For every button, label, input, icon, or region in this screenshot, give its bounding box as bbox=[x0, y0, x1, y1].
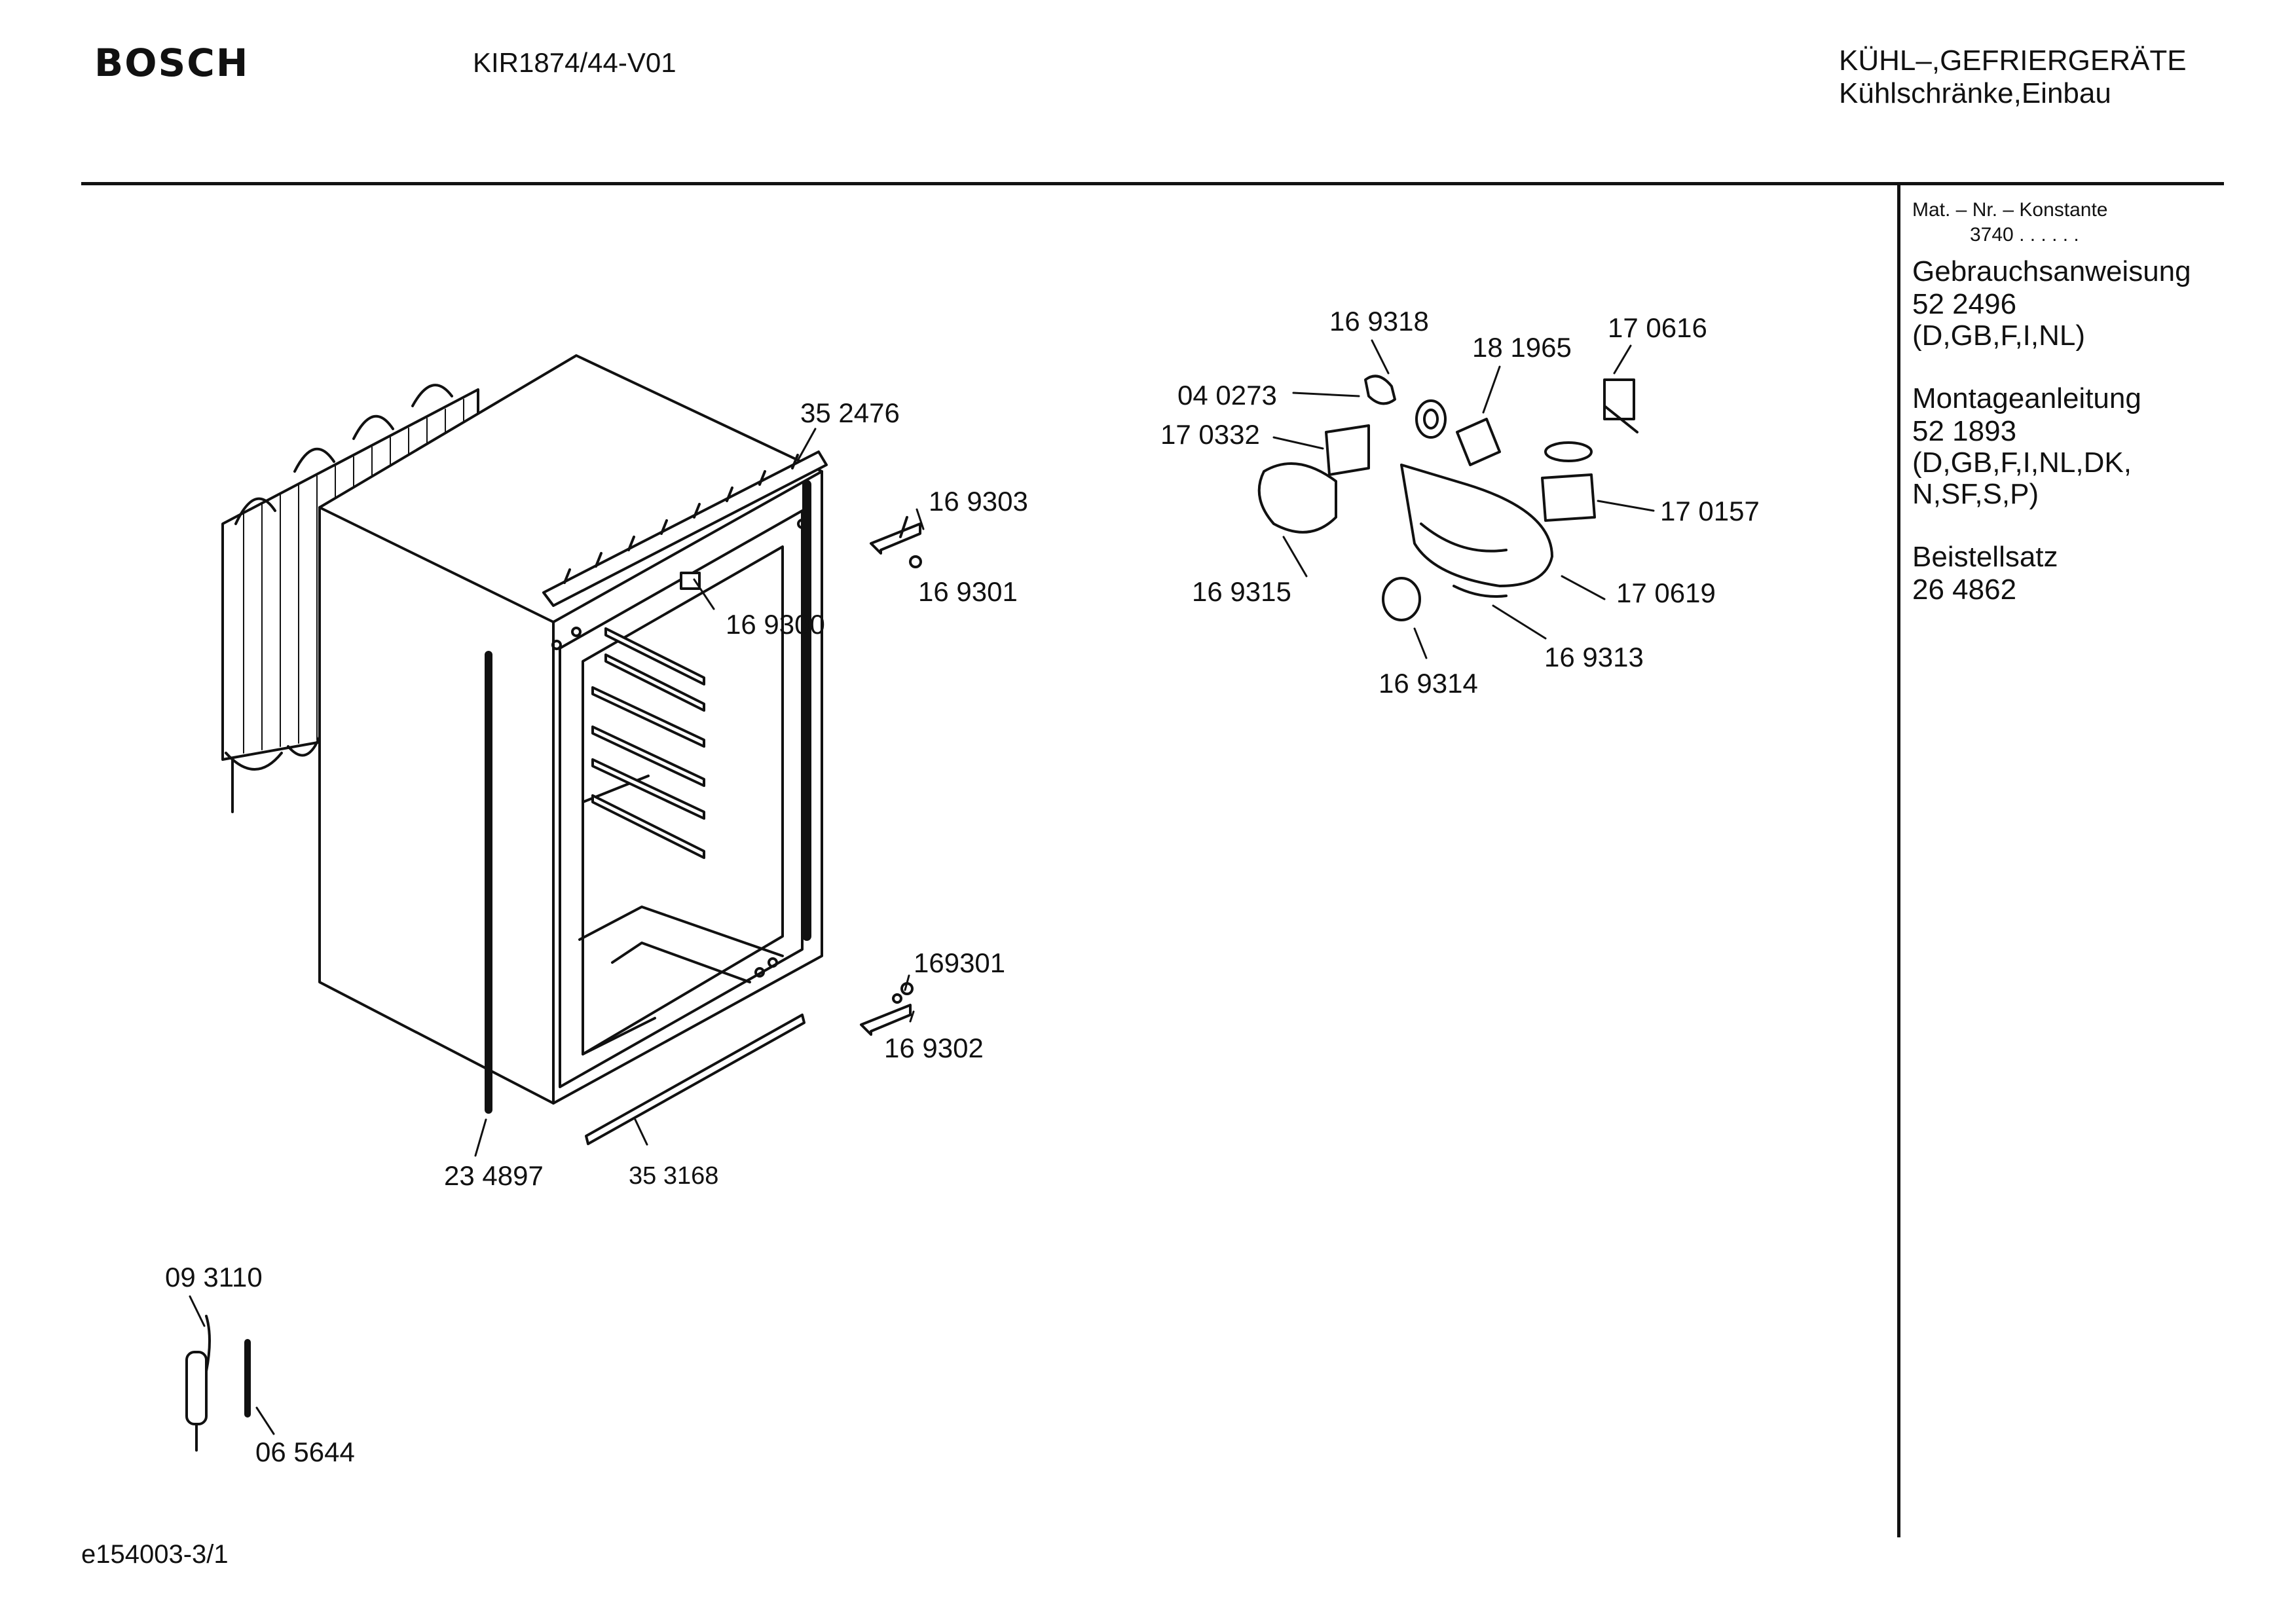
kit-number: 26 4862 bbox=[1912, 574, 2017, 606]
bottom-strip bbox=[585, 1014, 805, 1145]
label-170157: 17 0157 bbox=[1660, 496, 1760, 526]
top-rail bbox=[542, 450, 828, 607]
label-181965: 18 1965 bbox=[1472, 332, 1572, 363]
hinge-bracket-top bbox=[870, 516, 922, 568]
label-040273: 04 0273 bbox=[1177, 380, 1277, 411]
label-170619: 17 0619 bbox=[1616, 577, 1716, 608]
mat-nr-label: Mat. – Nr. – Konstante bbox=[1912, 199, 2108, 221]
label-093110: 09 3110 bbox=[165, 1262, 263, 1292]
header-divider bbox=[81, 182, 2224, 185]
label-170616: 17 0616 bbox=[1608, 312, 1707, 343]
label-169315: 16 9315 bbox=[1192, 576, 1291, 607]
sidebar-divider bbox=[1897, 185, 1900, 1537]
install-languages-1: (D,GB,F,I,NL,DK, bbox=[1912, 447, 2132, 479]
brand-logo: BOSCH bbox=[94, 41, 250, 85]
drawing-code: e154003-3/1 bbox=[81, 1540, 229, 1569]
install-title: Montageanleitung bbox=[1912, 382, 2141, 414]
label-234897: 23 4897 bbox=[444, 1160, 544, 1191]
category-subtitle: Kühlschränke,Einbau bbox=[1839, 77, 2111, 109]
hinge-bracket-bottom bbox=[860, 982, 914, 1036]
mat-nr-value: 3740 . . . . . . bbox=[1970, 224, 2079, 246]
install-languages-2: N,SF,S,P) bbox=[1912, 478, 2039, 510]
thermostat-capillary bbox=[185, 1315, 251, 1452]
install-number: 52 1893 bbox=[1912, 415, 2017, 447]
label-169313: 16 9313 bbox=[1544, 642, 1644, 672]
label-352476: 35 2476 bbox=[800, 397, 900, 428]
label-169302: 16 9302 bbox=[884, 1033, 984, 1063]
exploded-parts-diagram: 35 2476 16 9303 16 9301 16 9300 169301 1… bbox=[165, 306, 1760, 1467]
model-number: KIR1874/44-V01 bbox=[473, 47, 676, 78]
lamp-assembly bbox=[1257, 375, 1639, 621]
label-170332: 17 0332 bbox=[1160, 419, 1260, 450]
label-169303: 16 9303 bbox=[929, 486, 1028, 517]
label-353168: 35 3168 bbox=[629, 1162, 718, 1190]
label-169314: 16 9314 bbox=[1379, 668, 1478, 699]
manual-title: Gebrauchsanweisung bbox=[1912, 255, 2191, 287]
fridge-cabinet bbox=[318, 354, 823, 1105]
label-169300: 16 9300 bbox=[726, 609, 825, 640]
label-169301b: 169301 bbox=[914, 947, 1005, 978]
label-169301a: 16 9301 bbox=[918, 576, 1018, 607]
manual-number: 52 2496 bbox=[1912, 288, 2017, 320]
category-title: KÜHL–,GEFRIERGERÄTE bbox=[1839, 45, 2187, 77]
manual-languages: (D,GB,F,I,NL) bbox=[1912, 320, 2086, 352]
label-169318: 16 9318 bbox=[1329, 306, 1429, 337]
kit-title: Beistellsatz bbox=[1912, 541, 2058, 573]
label-065644: 06 5644 bbox=[255, 1437, 355, 1467]
